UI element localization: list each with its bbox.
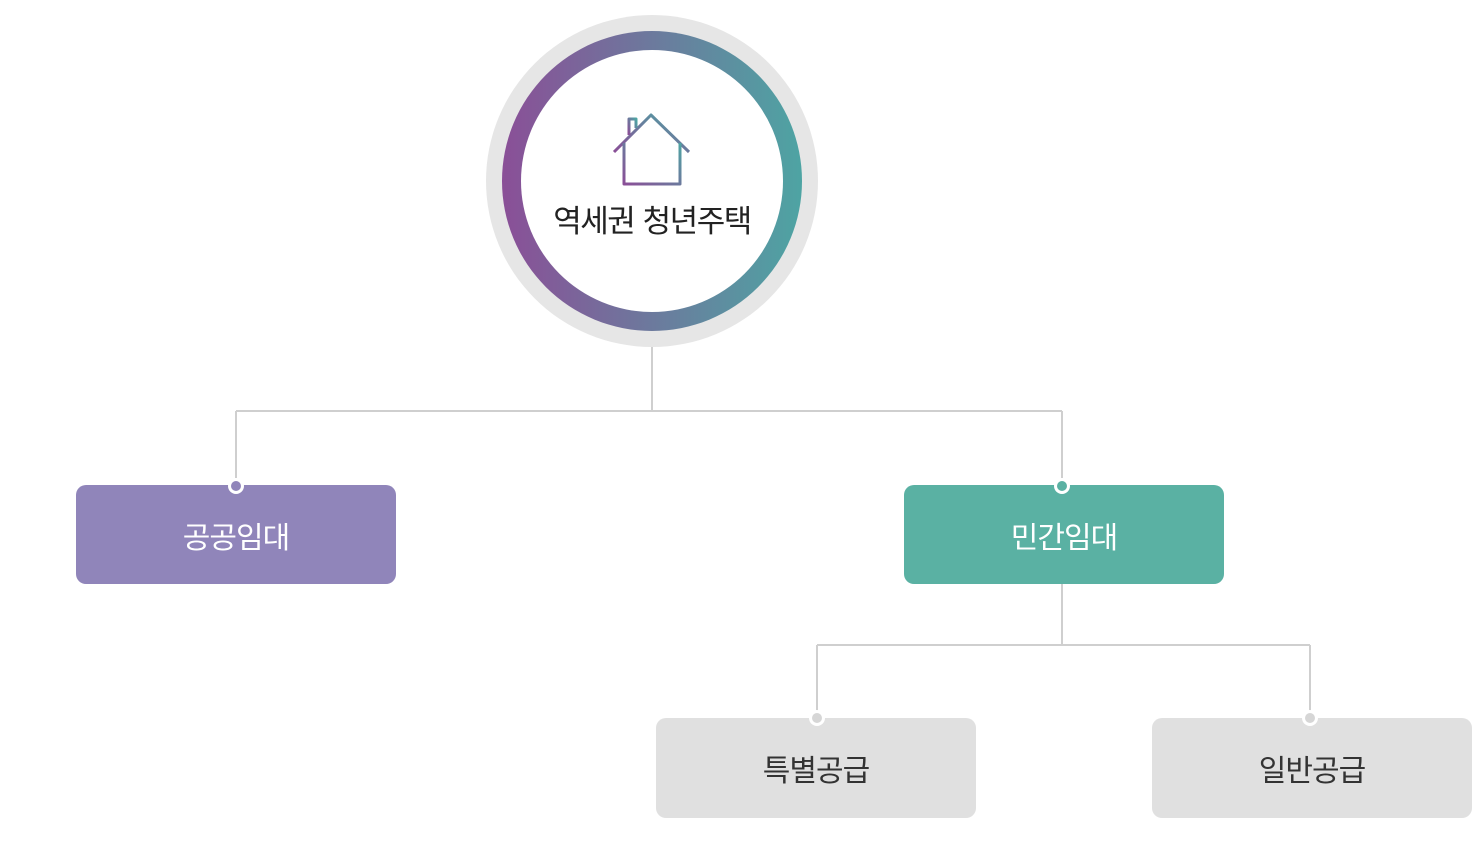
general-supply-node[interactable]: 일반공급 bbox=[1152, 718, 1472, 818]
house-icon bbox=[612, 113, 691, 186]
connector-root-to-level1 bbox=[235, 340, 1063, 486]
special-supply-node[interactable]: 특별공급 bbox=[656, 718, 976, 818]
root-node bbox=[486, 15, 818, 347]
private-rental-label: 민간임대 bbox=[1010, 520, 1118, 556]
special-supply-label: 특별공급 bbox=[762, 754, 870, 789]
private-rental-node[interactable]: 민간임대 bbox=[904, 485, 1224, 584]
root-title: 역세권 청년주택 bbox=[553, 204, 752, 240]
general-supply-label: 일반공급 bbox=[1258, 754, 1366, 789]
public-rental-label: 공공임대 bbox=[182, 520, 290, 556]
public-rental-node[interactable]: 공공임대 bbox=[76, 485, 396, 584]
connector-lines bbox=[235, 340, 1311, 718]
connector-private-to-level2 bbox=[816, 584, 1311, 718]
root-inner-circle bbox=[521, 50, 783, 312]
